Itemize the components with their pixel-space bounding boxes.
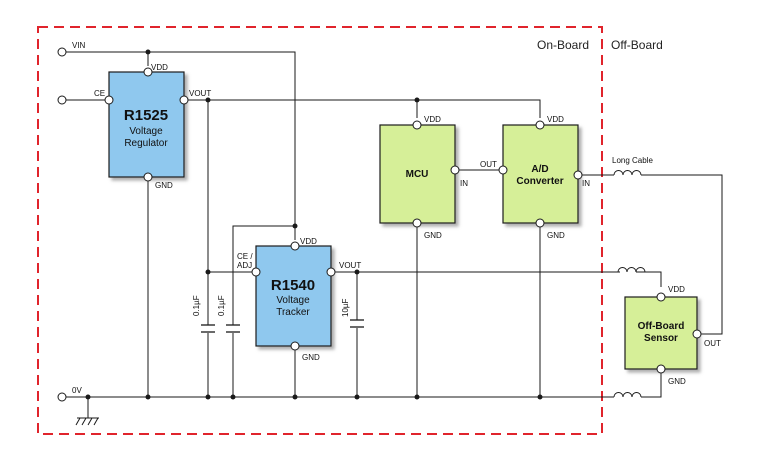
adc-out-label: OUT — [480, 160, 497, 169]
ground-label: 0V — [72, 386, 82, 395]
r1525-subtitle-1: Voltage — [129, 126, 163, 137]
r1525-vout-label: VOUT — [189, 89, 211, 98]
junction-dots — [85, 49, 543, 400]
capacitor-c1 — [201, 324, 215, 333]
capacitor-c3-label: 10µF — [341, 298, 350, 317]
inductor-coil-icon — [613, 170, 642, 176]
mcu-gnd-label: GND — [424, 231, 442, 240]
sensor-title-2: Sensor — [644, 333, 678, 344]
adc-title-1: A/D — [531, 164, 548, 175]
capacitor-c3 — [350, 319, 364, 328]
adc-title-2: Converter — [516, 176, 563, 187]
r1540-voltage-tracker: R1540 Voltage Tracker VDD CE / ADJ VOUT … — [237, 237, 361, 362]
on-board-boundary — [37, 26, 603, 435]
off-board-label: Off-Board — [611, 38, 663, 52]
off-board-sensor-block: Off-Board Sensor VDD OUT GND — [624, 285, 721, 386]
capacitor-c1-label: 0.1µF — [192, 295, 201, 316]
r1525-vdd-label: VDD — [151, 63, 168, 72]
r1525-ce-label: CE — [94, 89, 105, 98]
mcu-vdd-label: VDD — [424, 115, 441, 124]
r1540-vout-label: VOUT — [339, 261, 361, 270]
ad-converter-block: A/D Converter VDD OUT IN GND — [480, 115, 590, 240]
r1525-voltage-regulator: R1525 Voltage Regulator VDD CE VOUT GND — [94, 63, 211, 190]
on-board-label: On-Board — [537, 38, 589, 52]
r1525-gnd-label: GND — [155, 181, 173, 190]
sensor-out-label: OUT — [704, 339, 721, 348]
r1540-ce-label-1: CE / — [237, 252, 253, 261]
r1540-vdd-label: VDD — [300, 237, 317, 246]
mcu-block: MCU VDD IN GND — [379, 115, 468, 240]
ground-symbol-icon — [75, 397, 99, 426]
r1540-gnd-label: GND — [302, 353, 320, 362]
sensor-vdd-label: VDD — [668, 285, 685, 294]
r1525-title: R1525 — [124, 107, 168, 124]
long-cable-label: Long Cable — [612, 156, 653, 165]
inductor-coil-icon — [613, 392, 642, 398]
capacitor-c2-label: 0.1µF — [217, 295, 226, 316]
adc-gnd-label: GND — [547, 231, 565, 240]
sensor-gnd-label: GND — [668, 377, 686, 386]
capacitor-c2 — [226, 324, 240, 333]
r1540-subtitle-1: Voltage — [276, 295, 310, 306]
inductor-coil-icon — [617, 267, 646, 273]
wires — [65, 51, 723, 398]
adc-in-label: IN — [582, 179, 590, 188]
vin-label: VIN — [72, 41, 86, 50]
r1540-title: R1540 — [271, 277, 315, 294]
terminal-circle-icon — [57, 47, 702, 402]
r1525-subtitle-2: Regulator — [124, 138, 168, 149]
r1540-subtitle-2: Tracker — [276, 307, 310, 318]
mcu-title: MCU — [406, 169, 429, 180]
r1540-ce-label-2: ADJ — [237, 261, 252, 270]
sensor-title-1: Off-Board — [638, 321, 685, 332]
adc-vdd-label: VDD — [547, 115, 564, 124]
mcu-in-label: IN — [460, 179, 468, 188]
